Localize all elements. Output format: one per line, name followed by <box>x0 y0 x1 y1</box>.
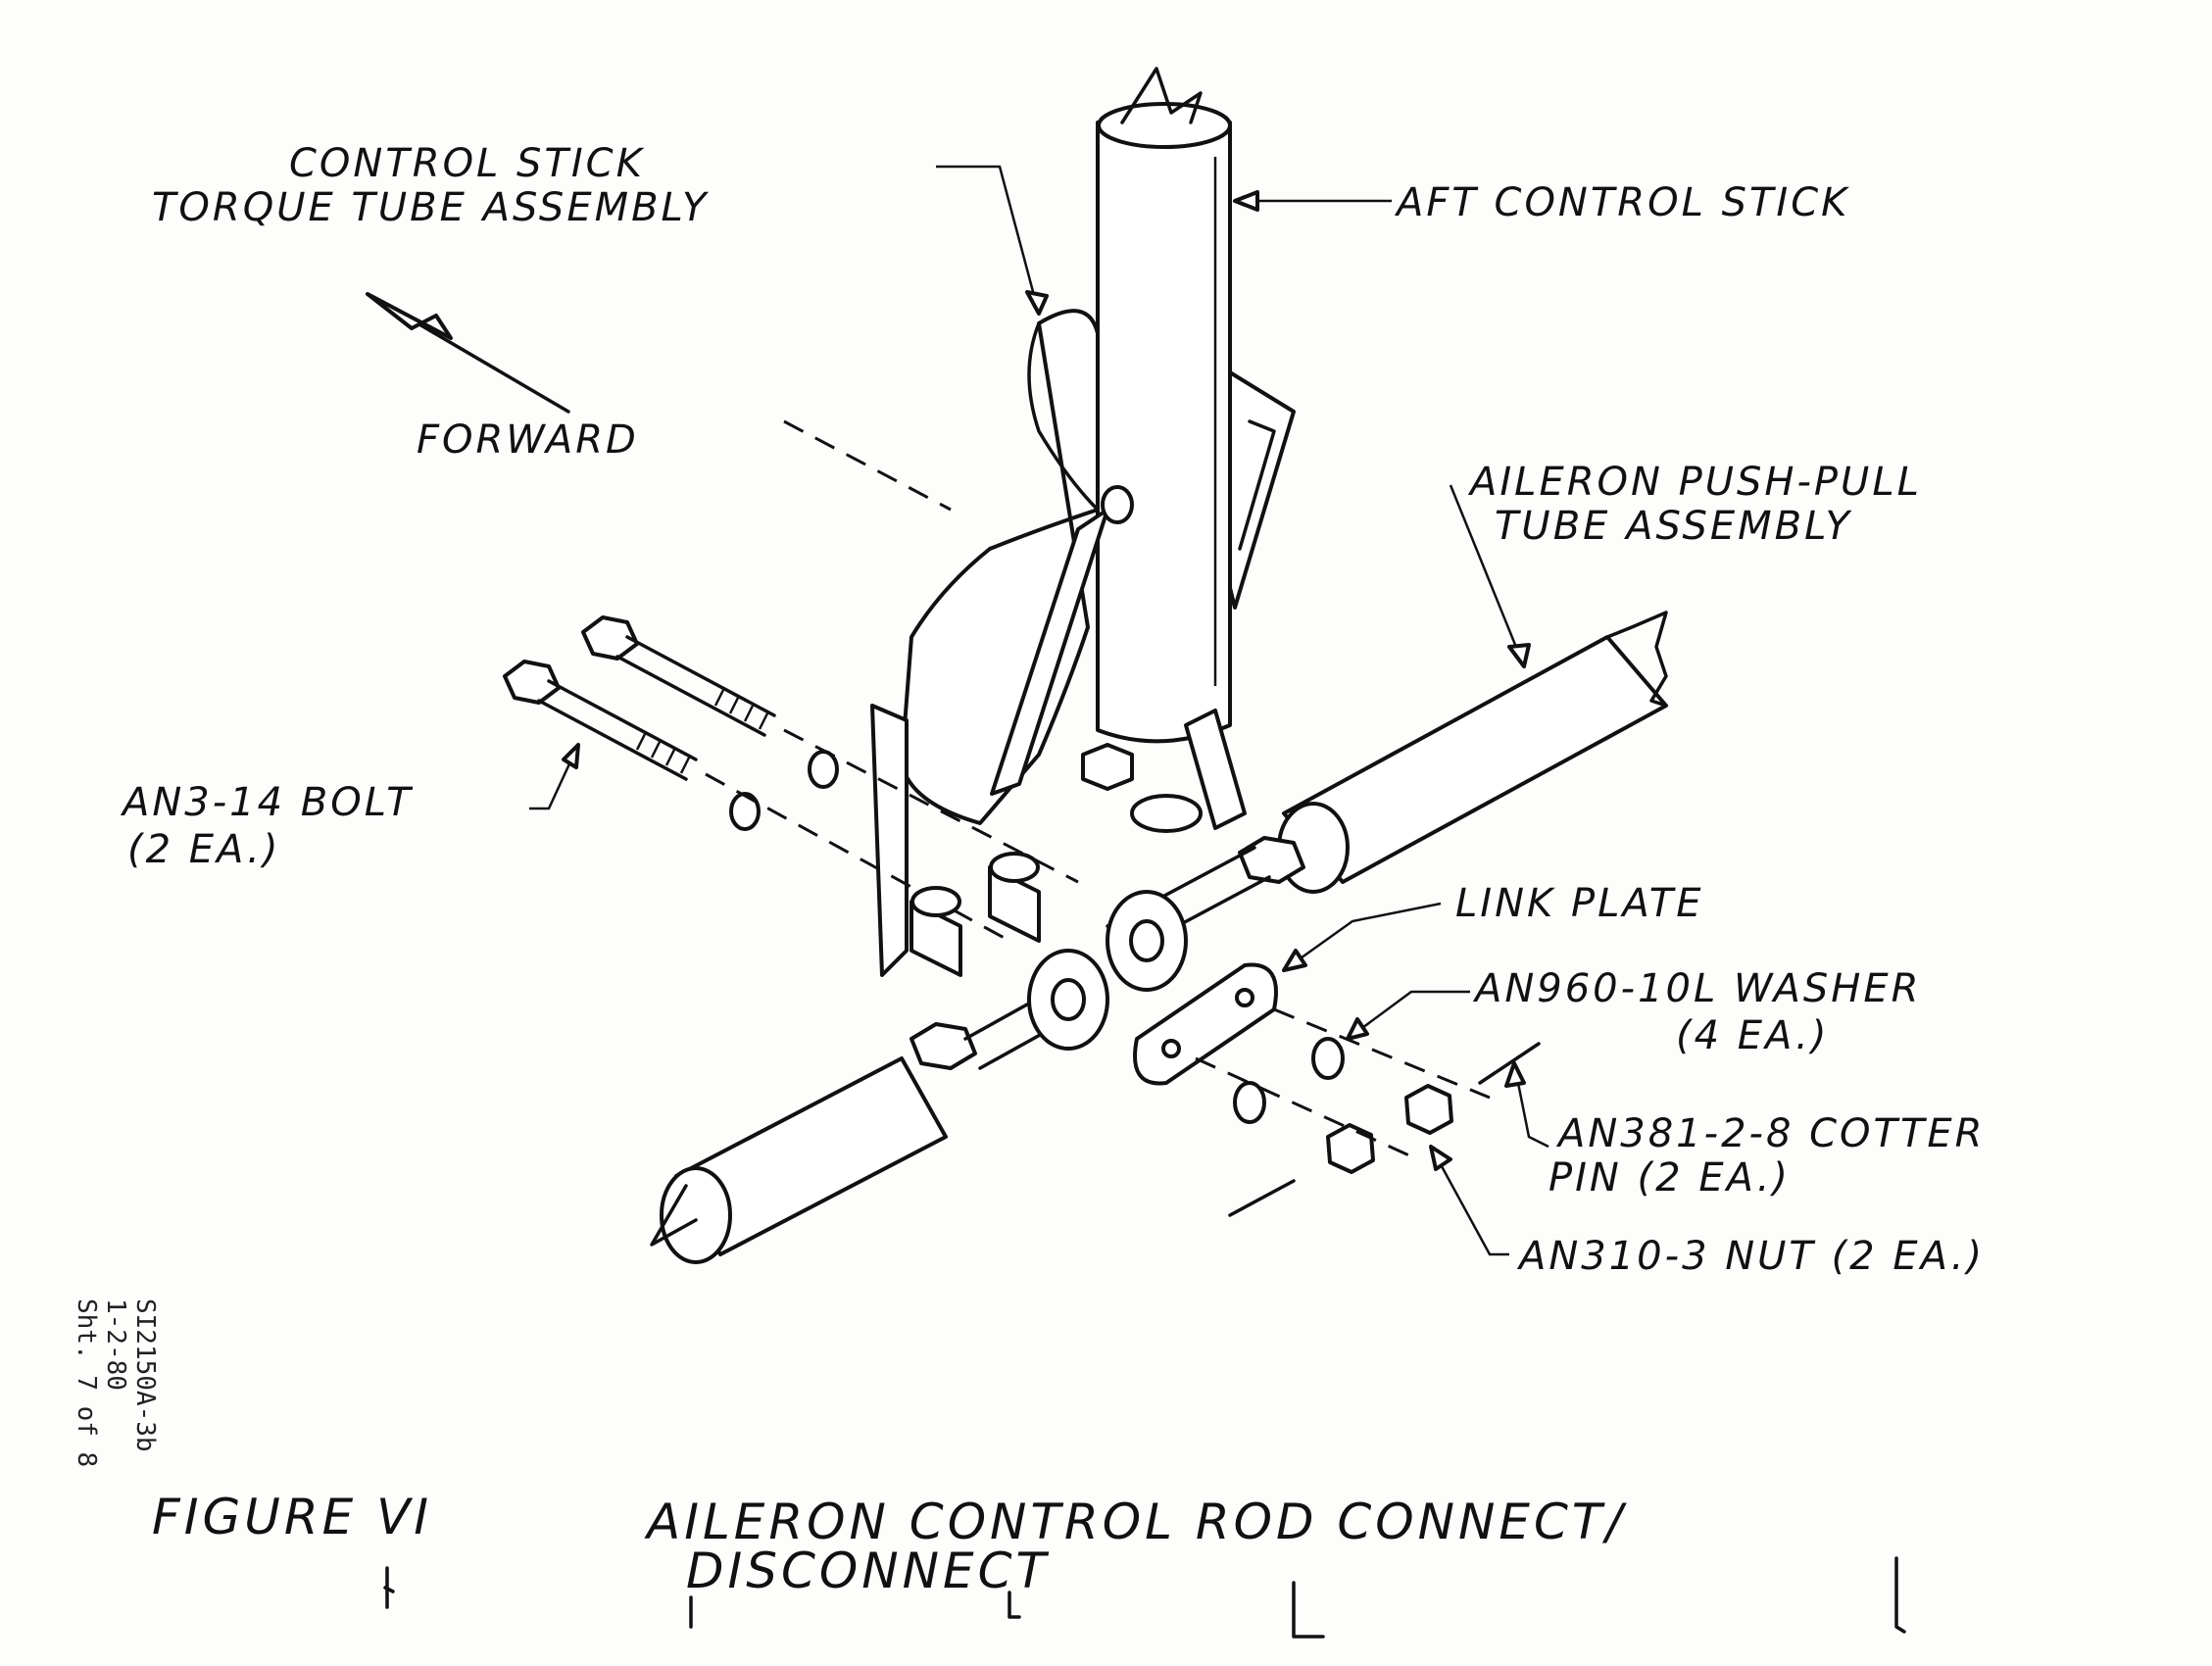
rod-end-forward <box>1027 949 1109 1051</box>
label-push-pull-line2: TUBE ASSEMBLY <box>1495 504 1853 549</box>
caption-figure: FIGURE VI <box>152 1489 432 1545</box>
hardware-axis-dashes <box>1195 1007 1491 1158</box>
label-bolt-line1: AN3-14 BOLT <box>120 780 414 825</box>
sheet-stamp: SI2150A-3b 1-2-80 Sht. 7 of 8 <box>72 1298 160 1467</box>
label-cotter-line2: PIN (2 EA.) <box>1548 1155 1791 1200</box>
rod-end-aft <box>1106 890 1188 992</box>
bolt-washers <box>729 750 839 831</box>
label-cotter-line1: AN381-2-8 COTTER <box>1555 1111 1985 1156</box>
stamp-line3: Sht. 7 of 8 <box>72 1298 101 1467</box>
forward-arrow <box>366 292 570 414</box>
torque-tube-assembly <box>870 309 1296 977</box>
label-washer-line1: AN960-10L WASHER <box>1472 966 1921 1011</box>
label-torque-tube-line1: CONTROL STICK <box>289 141 645 186</box>
an3-14-bolt-upper <box>581 615 776 737</box>
bolt-axis-dashes <box>705 419 1079 943</box>
label-bolt-line2: (2 EA.) <box>127 827 280 872</box>
label-push-pull-line1: AILERON PUSH-PULL <box>1467 460 1922 505</box>
aft-control-stick <box>1096 67 1232 744</box>
stamp-line2: 1-2-80 <box>101 1298 130 1391</box>
an960-washers <box>1233 1037 1345 1124</box>
label-forward: FORWARD <box>417 417 639 463</box>
label-washer-line2: (4 EA.) <box>1676 1013 1829 1058</box>
figure-caption: FIGURE VI AILERON CONTROL ROD CONNECT/ D… <box>152 1489 1627 1599</box>
label-aft-control-stick: AFT CONTROL STICK <box>1394 180 1849 225</box>
leader-lines <box>529 165 1549 1256</box>
label-nut: AN310-3 NUT (2 EA.) <box>1516 1234 1985 1279</box>
an381-cotter-pins <box>1228 1042 1541 1217</box>
label-link-plate: LINK PLATE <box>1455 881 1704 926</box>
spacers <box>909 852 1041 977</box>
stamp-line1: SI2150A-3b <box>130 1298 160 1452</box>
caption-title-line2: DISCONNECT <box>686 1543 1050 1599</box>
scan-speckle-marks <box>383 1556 1906 1639</box>
aileron-push-pull-tube-forward <box>650 988 1070 1264</box>
an3-14-bolt-lower <box>503 660 698 781</box>
callout-labels: CONTROL STICK TORQUE TUBE ASSEMBLY AFT C… <box>120 141 1985 1279</box>
label-torque-tube-line2: TORQUE TUBE ASSEMBLY <box>152 185 710 230</box>
aileron-push-pull-tube-aft <box>1106 611 1668 957</box>
an310-nuts <box>1326 1084 1453 1174</box>
caption-title-line1: AILERON CONTROL ROD CONNECT/ <box>644 1494 1627 1550</box>
